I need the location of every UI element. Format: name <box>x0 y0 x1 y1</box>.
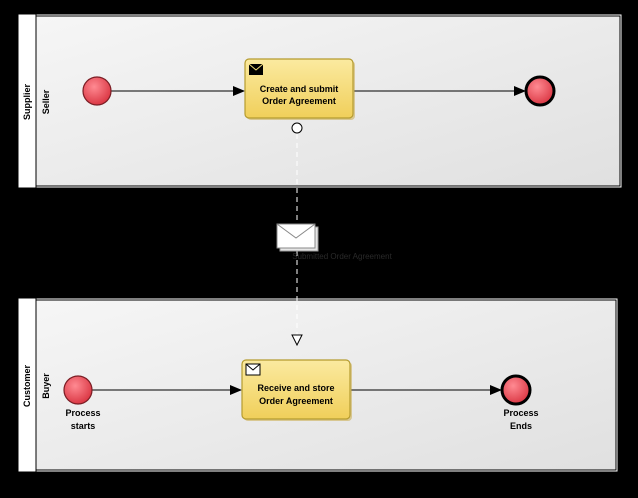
message-label: Submitted Order Agreement <box>292 252 392 261</box>
seller-lane-label: Seller <box>41 89 51 114</box>
customer-end-label-line1: Process <box>503 408 538 418</box>
customer-end-event[interactable] <box>500 374 532 406</box>
customer-start-label-line2: starts <box>71 421 96 431</box>
create-submit-order-task[interactable]: Create and submit Order Agreement <box>244 58 355 120</box>
supplier-start-event[interactable] <box>82 76 112 106</box>
supplier-pool-title: Supplier <box>22 84 32 121</box>
supplier-pool[interactable]: Supplier Seller <box>17 13 623 189</box>
send-envelope-icon <box>248 63 264 75</box>
customer-pool-title: Customer <box>22 365 32 408</box>
buyer-lane-label: Buyer <box>41 373 51 399</box>
message-flow-origin <box>291 122 303 134</box>
receive-store-label-line1: Receive and store <box>257 383 334 393</box>
create-submit-label-line1: Create and submit <box>260 84 339 94</box>
customer-start-label-line1: Process <box>65 408 100 418</box>
receive-envelope-icon <box>245 363 261 376</box>
supplier-end-event[interactable] <box>524 75 556 107</box>
customer-start-event[interactable] <box>63 375 93 405</box>
create-submit-label-line2: Order Agreement <box>262 96 336 106</box>
receive-store-order-task[interactable]: Receive and store Order Agreement <box>241 359 352 421</box>
receive-store-label-line2: Order Agreement <box>259 396 333 406</box>
message-envelope-icon[interactable] <box>276 223 319 252</box>
customer-end-label-line2: Ends <box>510 421 532 431</box>
